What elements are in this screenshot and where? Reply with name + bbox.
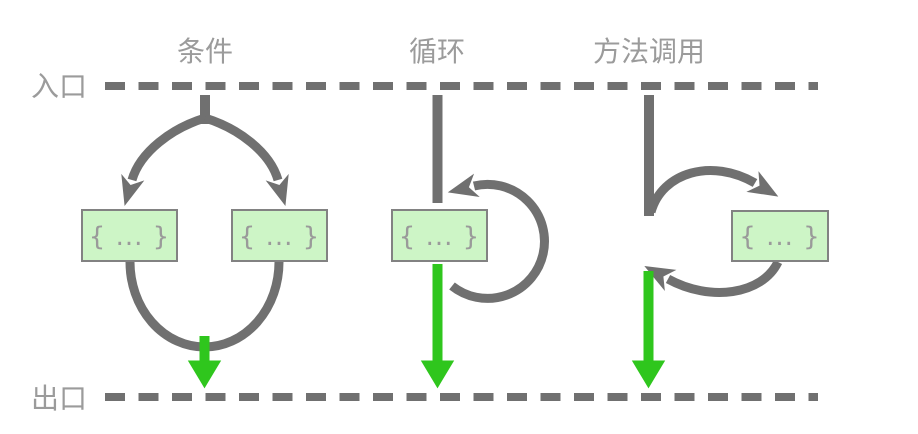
condition-block-left-label: { ... } xyxy=(89,222,170,252)
condition-block-left xyxy=(81,209,178,262)
loop-back-arrow xyxy=(447,173,549,303)
entry-label: 入口 xyxy=(31,71,87,102)
condition-block-right xyxy=(231,209,328,262)
loop-block xyxy=(391,209,488,262)
column-loop: 循环 { ... } xyxy=(391,36,549,389)
condition-branch-right-arrow xyxy=(203,113,289,206)
method-call-block xyxy=(731,210,829,262)
column-condition: 条件 { ... } { ... } xyxy=(81,36,328,389)
condition-merge-arc xyxy=(125,261,284,352)
method-call-block-label: { ... } xyxy=(739,222,820,252)
condition-block-right-label: { ... } xyxy=(239,222,320,252)
loop-block-label: { ... } xyxy=(399,222,480,252)
condition-branch-left-arrow xyxy=(121,113,207,206)
method-call-return-arrow xyxy=(644,259,783,297)
exit-label: 出口 xyxy=(31,383,87,414)
method-call-invoke-arrow xyxy=(646,166,779,214)
method-call-title: 方法调用 xyxy=(593,36,705,67)
condition-title: 条件 xyxy=(177,36,233,67)
column-method-call: 方法调用 { ... } xyxy=(593,36,829,389)
loop-title: 循环 xyxy=(409,36,465,67)
